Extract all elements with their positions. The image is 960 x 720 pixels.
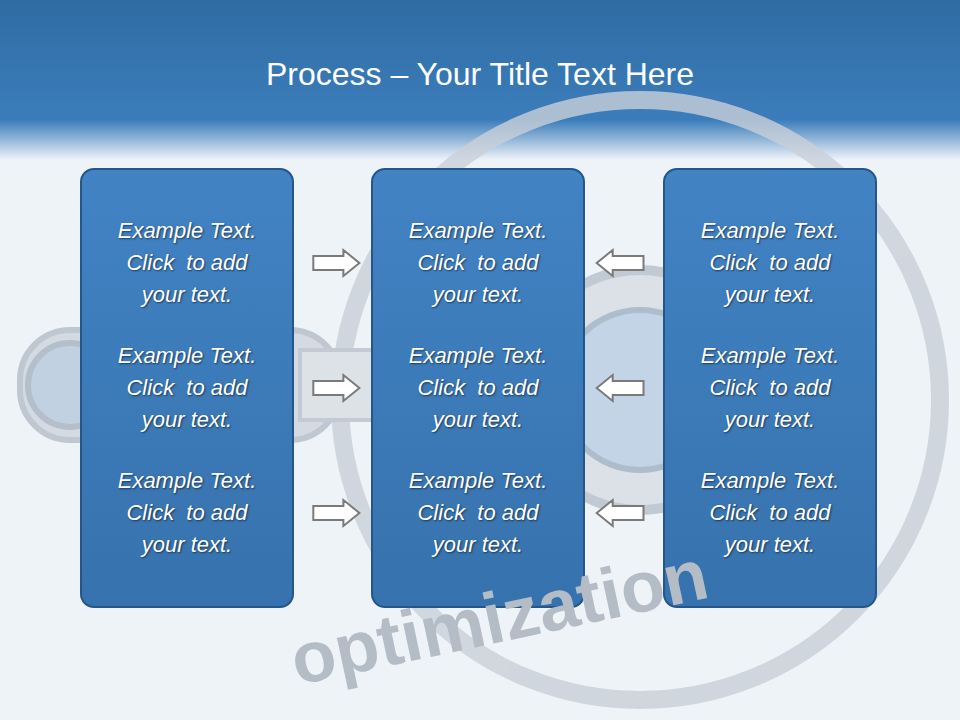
block-arrow: [313, 375, 359, 401]
box-text: Example Text. Click to add your text.: [686, 465, 854, 561]
block-arrow: [313, 500, 359, 526]
slide-title: Process – Your Title Text Here: [0, 52, 960, 96]
box-text: Example Text. Click to add your text.: [103, 215, 271, 311]
box-text: Example Text. Click to add your text.: [394, 215, 562, 311]
box-text: Example Text. Click to add your text.: [103, 340, 271, 436]
block-arrow: [597, 375, 644, 401]
process-box: Example Text. Click to add your text. Exa…: [663, 168, 877, 608]
box-text: Example Text. Click to add your text.: [686, 215, 854, 311]
process-box: Example Text. Click to add your text. Exa…: [371, 168, 585, 608]
box-text: Example Text. Click to add your text.: [394, 465, 562, 561]
process-box: Example Text. Click to add your text. Exa…: [80, 168, 294, 608]
block-arrow: [313, 250, 359, 276]
watermark-text: optimization: [283, 534, 714, 700]
block-arrow: [597, 500, 644, 526]
box-text: Example Text. Click to add your text.: [103, 465, 271, 561]
seo-illustration: [20, 100, 940, 700]
box-text: Example Text. Click to add your text.: [686, 340, 854, 436]
block-arrow: [597, 250, 644, 276]
box-text: Example Text. Click to add your text.: [394, 340, 562, 436]
